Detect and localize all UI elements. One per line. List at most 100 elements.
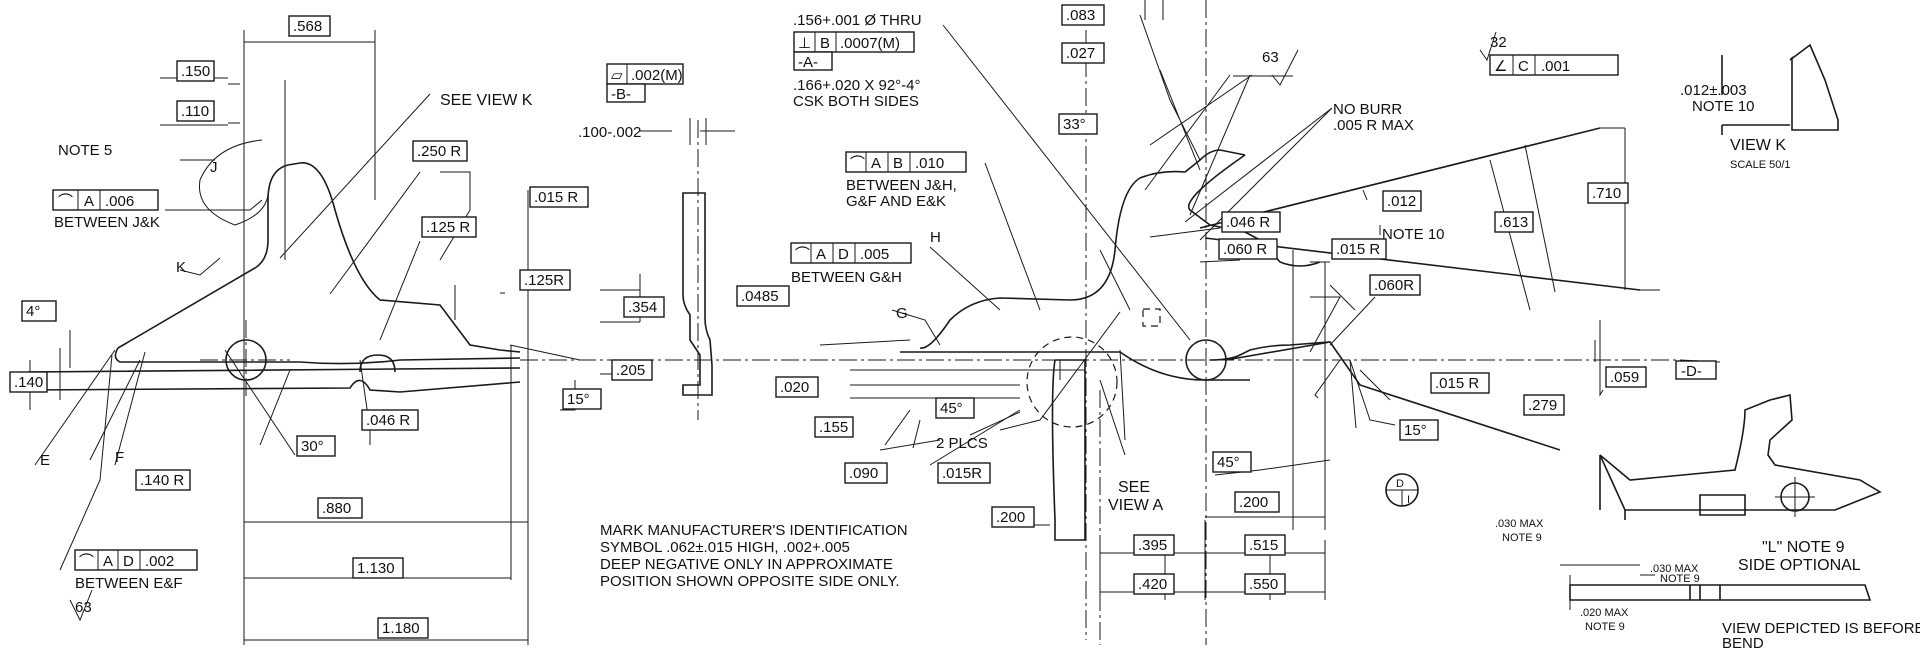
dim-text-d33deg: 33° bbox=[1063, 116, 1086, 133]
notes: NOTE 5 BETWEEN J&K SEE VIEW K BETWEEN E&… bbox=[40, 12, 1507, 616]
dim-box-d15deg_b: 15° bbox=[1399, 419, 1439, 441]
svg-text:.005: .005 bbox=[860, 246, 889, 263]
fcf-c-001: ∠ C .001 bbox=[1489, 54, 1619, 76]
dim-text-d110: .110 bbox=[181, 103, 209, 120]
datum-d-flag: -D- bbox=[1675, 360, 1717, 380]
fcf-a-d-005: ⌒ A D .005 bbox=[790, 242, 912, 264]
dim-text-d150: .150 bbox=[181, 63, 210, 80]
dim-box-d613: .613 bbox=[1494, 211, 1534, 233]
dim-box-d1180: 1.180 bbox=[377, 617, 429, 639]
svg-text:32: 32 bbox=[1490, 34, 1507, 51]
dim-text-d140R: .140 R bbox=[140, 472, 184, 489]
section-b bbox=[640, 118, 735, 420]
dim-text-d15deg_a: 15° bbox=[567, 391, 590, 408]
svg-text:.030 MAX: .030 MAX bbox=[1650, 563, 1699, 575]
dim-box-d0485: .0485 bbox=[736, 285, 790, 307]
dim-box-d020: .020 bbox=[775, 376, 819, 398]
svg-text:.020 MAX: .020 MAX bbox=[1580, 607, 1629, 619]
dim-text-d200_b: .200 bbox=[1239, 494, 1268, 511]
svg-text:.166+.020 X 92°-4°: .166+.020 X 92°-4° bbox=[793, 77, 921, 94]
svg-text:.010: .010 bbox=[915, 155, 944, 172]
datum-d-centerline bbox=[520, 359, 1721, 363]
dim-box-d45deg_a: 45° bbox=[935, 397, 975, 419]
fcf-perp-b: ⊥ B .0007(M) -A- bbox=[793, 31, 915, 71]
svg-text:BETWEEN J&H,: BETWEEN J&H, bbox=[846, 177, 957, 194]
svg-text:.030 MAX: .030 MAX bbox=[1495, 518, 1544, 530]
dim-text-d205: .205 bbox=[616, 362, 645, 379]
fcf-a006: ⌒ A .006 bbox=[52, 189, 159, 211]
svg-text:⌒: ⌒ bbox=[850, 155, 865, 172]
side-view-text: .030 MAX NOTE 9 .030 MAX NOTE 9 .020 MAX… bbox=[1495, 518, 1920, 652]
svg-text:.0007(M): .0007(M) bbox=[840, 35, 900, 52]
dim-box-d090: .090 bbox=[844, 462, 888, 484]
dim-box-d710: .710 bbox=[1587, 182, 1629, 204]
dim-text-d4deg: 4° bbox=[26, 303, 40, 320]
dim-text-d250R: .250 R bbox=[417, 143, 461, 160]
svg-text:A: A bbox=[871, 155, 881, 172]
svg-text:I: I bbox=[1407, 494, 1410, 506]
svg-text:K: K bbox=[176, 259, 186, 276]
svg-text:2 PLCS: 2 PLCS bbox=[936, 435, 988, 452]
dim-box-d200_b: .200 bbox=[1234, 491, 1280, 513]
dim-text-d046R_b: .046 R bbox=[1226, 214, 1270, 231]
dim-box-d1130: 1.130 bbox=[352, 557, 404, 579]
dim-box-d083: .083 bbox=[1061, 4, 1105, 26]
left-bump bbox=[359, 354, 396, 373]
svg-text:DEEP NEGATIVE ONLY IN APPROX: DEEP NEGATIVE ONLY IN APPROXIMATE bbox=[600, 556, 893, 573]
dim-text-d012: .012 bbox=[1387, 193, 1416, 210]
dim-box-d125R_a: .125 R bbox=[421, 216, 477, 238]
dim-box-d550: .550 bbox=[1244, 573, 1286, 595]
dim-box-d420: .420 bbox=[1133, 573, 1175, 595]
svg-text:.005 R MAX: .005 R MAX bbox=[1333, 117, 1414, 134]
dim-box-d354: .354 bbox=[623, 296, 665, 318]
middle-leaders bbox=[819, 14, 1396, 526]
see-view-k-label: SEE VIEW K bbox=[440, 92, 533, 109]
dim-text-d30deg: 30° bbox=[301, 438, 324, 455]
view-k-text: .012±.003 NOTE 10 VIEW K SCALE 50/1 bbox=[1680, 82, 1791, 171]
dim-text-d200_a: .200 bbox=[996, 509, 1025, 526]
dim-box-d15deg_a: 15° bbox=[562, 388, 602, 410]
view-k bbox=[1721, 43, 1839, 135]
svg-text:D: D bbox=[123, 553, 134, 570]
section-b-outline bbox=[682, 192, 713, 396]
dim-text-d046R_a: .046 R bbox=[366, 412, 410, 429]
svg-text:NOTE 9: NOTE 9 bbox=[1502, 532, 1542, 544]
left-part-lower-edge bbox=[27, 367, 521, 393]
svg-text:.002: .002 bbox=[145, 553, 174, 570]
dim-box-d027: .027 bbox=[1061, 42, 1105, 64]
svg-text:E: E bbox=[40, 452, 50, 469]
svg-text:NO BURR: NO BURR bbox=[1333, 101, 1402, 118]
svg-text:SEE: SEE bbox=[1118, 479, 1150, 496]
dim-box-d150: .150 bbox=[176, 60, 215, 82]
svg-text:G&F AND E&K: G&F AND E&K bbox=[846, 193, 946, 210]
svg-text:C: C bbox=[1518, 58, 1529, 75]
view-a-circle bbox=[1026, 336, 1118, 428]
dim-box-d880: .880 bbox=[317, 497, 363, 519]
dim-box-d015R_a: .015 R bbox=[529, 186, 589, 208]
dim-text-d060R_b: .060R bbox=[1374, 277, 1414, 294]
svg-text:.002(M): .002(M) bbox=[631, 67, 683, 84]
svg-text:B: B bbox=[820, 35, 830, 52]
dim-text-d45deg_b: 45° bbox=[1217, 454, 1240, 471]
svg-text:SCALE 50/1: SCALE 50/1 bbox=[1730, 159, 1791, 171]
dim-box-d33deg: 33° bbox=[1058, 113, 1098, 135]
dim-box-d110: .110 bbox=[176, 100, 215, 122]
finish-check-63-left bbox=[69, 589, 93, 622]
dim-text-d015R_b: .015 R bbox=[1336, 241, 1380, 258]
svg-text:D: D bbox=[1396, 478, 1404, 490]
dim-box-d015R_c: .015 R bbox=[1430, 372, 1490, 394]
between-ef-label: BETWEEN E&F bbox=[75, 575, 183, 592]
svg-text:.012±.003: .012±.003 bbox=[1680, 82, 1747, 99]
svg-text:VIEW K: VIEW K bbox=[1730, 137, 1786, 154]
dim-text-d1130: 1.130 bbox=[357, 560, 395, 577]
fcf-a-b-010: ⌒ A B .010 bbox=[845, 151, 967, 173]
svg-text:A: A bbox=[816, 246, 826, 263]
dim-box-d279: .279 bbox=[1523, 394, 1565, 416]
dim-box-d125R_b: .125R bbox=[519, 269, 571, 291]
dim-box-d060R_a: .060 R bbox=[1218, 238, 1278, 260]
right-part bbox=[520, 0, 1721, 645]
dim-text-d710: .710 bbox=[1592, 185, 1621, 202]
svg-text:BETWEEN G&H: BETWEEN G&H bbox=[791, 269, 902, 286]
finish-check-63-mid bbox=[1271, 49, 1299, 86]
